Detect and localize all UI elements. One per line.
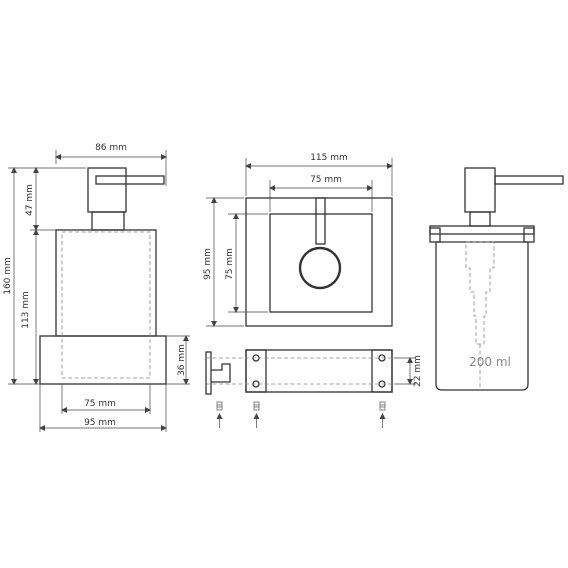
bottle-body xyxy=(55,229,157,337)
dim-front-width-inner: 75 mm xyxy=(84,399,116,409)
bracket-front xyxy=(245,349,393,393)
inner-container-hidden xyxy=(61,231,151,379)
dim-plate-height-inner: 75 mm xyxy=(225,248,235,280)
front-view: 86 mm 160 mm 47 mm 113 mm 36 mm 75 mm 95… xyxy=(3,143,190,432)
side-pump-head xyxy=(464,167,496,213)
base-holder xyxy=(39,335,167,385)
bracket-tab-left xyxy=(245,349,267,393)
pump-spout xyxy=(95,175,165,185)
dim-front-height-body: 113 mm xyxy=(21,291,31,329)
dim-front-width-base: 95 mm xyxy=(84,418,116,428)
side-pump-neck xyxy=(469,211,491,227)
bracket-tab-right xyxy=(371,349,393,393)
dim-front-height-total: 160 mm xyxy=(3,257,13,295)
screw-right xyxy=(379,401,386,428)
bottle-capacity-label: 200 ml xyxy=(469,355,511,369)
side-pump-spout xyxy=(494,175,564,185)
dim-front-height-base: 36 mm xyxy=(177,344,187,376)
dim-front-height-pump: 47 mm xyxy=(25,184,35,216)
spout-top xyxy=(315,197,326,245)
pump-ring xyxy=(298,246,342,290)
side-clip-right xyxy=(523,227,535,243)
bracket-side-wall xyxy=(205,351,212,395)
bracket-view: 22 mm xyxy=(205,349,423,428)
glass-bottle xyxy=(435,241,529,391)
top-view: 115 mm 75 mm 95 mm 75 mm xyxy=(203,153,393,327)
side-clip-left xyxy=(429,227,441,243)
plate-inner xyxy=(269,213,373,313)
plate-outer xyxy=(245,197,393,327)
bracket-side-arm xyxy=(211,363,231,383)
screw-left xyxy=(216,401,223,428)
dip-tube-hidden xyxy=(465,241,495,345)
side-view: 200 ml xyxy=(429,167,564,391)
side-mount-plate xyxy=(429,225,535,235)
dim-front-width-top: 86 mm xyxy=(95,143,127,153)
screw-middle xyxy=(253,401,260,428)
dim-bracket-height: 22 mm xyxy=(413,355,423,387)
dim-plate-width-inner: 75 mm xyxy=(310,175,342,185)
pump-neck xyxy=(91,211,125,231)
dim-plate-width-outer: 115 mm xyxy=(310,153,348,163)
dim-plate-height-outer: 95 mm xyxy=(203,248,213,280)
pump-head xyxy=(87,167,127,213)
